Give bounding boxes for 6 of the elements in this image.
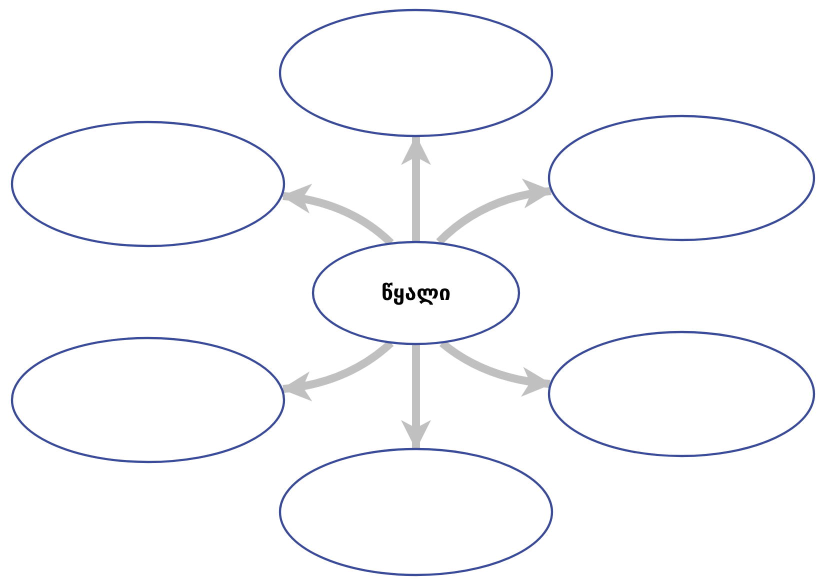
topic-label: წყალი <box>381 281 451 305</box>
arrow <box>436 179 553 245</box>
arrow <box>281 184 394 246</box>
arrow <box>401 135 431 241</box>
arrow <box>281 340 394 401</box>
arrow <box>401 345 431 450</box>
